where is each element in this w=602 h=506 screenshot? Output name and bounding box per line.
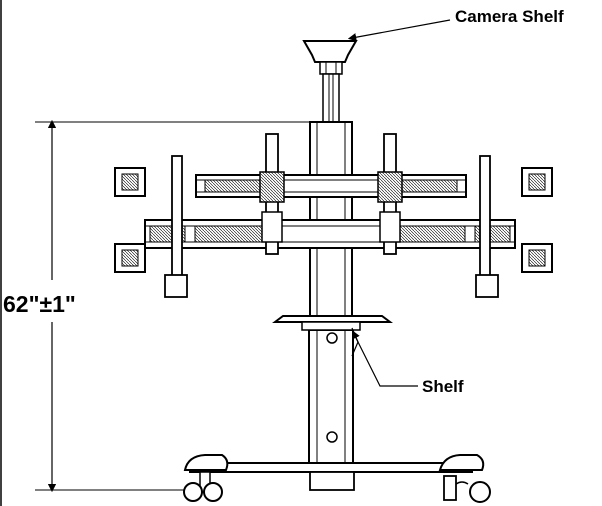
vesa-bracket-top-left (114, 167, 146, 197)
camera-shelf-label: Camera Shelf (455, 7, 564, 26)
caster-left (183, 471, 223, 502)
inner-mount-posts (259, 133, 403, 255)
vesa-bracket-top-right (521, 167, 553, 197)
shelf-leader (352, 330, 418, 387)
lower-mount-rail (144, 219, 516, 249)
cart-base (183, 454, 485, 491)
height-dimension-label: 62"±1" (3, 291, 76, 317)
caster-right (443, 475, 491, 503)
camera-shelf-leader (347, 19, 451, 42)
vesa-bracket-bottom-left (114, 243, 146, 273)
main-column (308, 121, 354, 465)
mid-shelf (272, 315, 393, 357)
shelf-label: Shelf (422, 377, 464, 396)
vesa-bracket-bottom-right (521, 243, 553, 273)
camera-shelf (302, 40, 358, 123)
upper-mount-rail (195, 174, 467, 198)
outer-mount-posts (164, 155, 499, 298)
height-dimension (35, 119, 310, 493)
column-hole (326, 431, 338, 443)
column-hole (326, 332, 338, 344)
